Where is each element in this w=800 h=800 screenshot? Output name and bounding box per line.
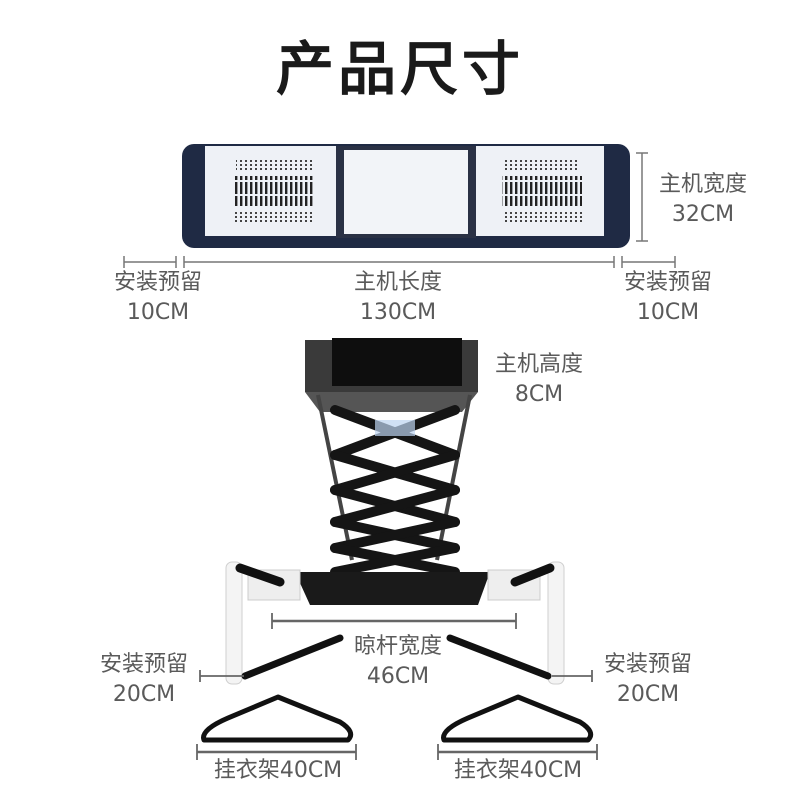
rod-width-value-text: 46CM	[366, 664, 430, 689]
top-dimension-lines	[123, 152, 676, 268]
front-dimension-lines	[196, 613, 598, 760]
hanger-right-text: 挂衣架40CM	[453, 758, 583, 783]
height-value-text: 8CM	[514, 382, 564, 407]
hanger-left-text: 挂衣架40CM	[213, 758, 343, 783]
hanger-right-label: 挂衣架40CM	[436, 756, 600, 786]
left-reserve-front-label-text: 安装预留	[99, 652, 188, 677]
page-title: 产品尺寸	[275, 35, 524, 103]
width-label-text: 主机宽度	[658, 172, 747, 197]
scissor-arms	[330, 405, 460, 577]
right-reserve-front-value-text: 20CM	[616, 682, 680, 707]
left-reserve-front-label: 安装预留 20CM	[86, 650, 202, 710]
height-label-text: 主机高度	[494, 352, 583, 377]
rod-width-label: 晾杆宽度 46CM	[340, 632, 456, 692]
length-value-text: 130CM	[359, 300, 437, 325]
left-reserve-front-value-text: 20CM	[112, 682, 176, 707]
main-width-label: 主机宽度 32CM	[648, 170, 758, 230]
right-reserve-label-text: 安装预留	[623, 270, 712, 295]
main-length-label: 主机长度 130CM	[340, 268, 456, 328]
left-reserve-value-text: 10CM	[126, 300, 190, 325]
left-reserve-top-label: 安装预留 10CM	[100, 268, 216, 328]
right-reserve-front-label-text: 安装预留	[603, 652, 692, 677]
width-value-text: 32CM	[671, 202, 735, 227]
length-label-text: 主机长度	[353, 270, 442, 295]
right-reserve-value-text: 10CM	[636, 300, 700, 325]
hanger-left-label: 挂衣架40CM	[196, 756, 360, 786]
rod-width-label-text: 晾杆宽度	[353, 634, 442, 659]
right-reserve-top-label: 安装预留 10CM	[610, 268, 726, 328]
left-reserve-label-text: 安装预留	[113, 270, 202, 295]
main-height-label: 主机高度 8CM	[484, 350, 594, 410]
hanger-icons	[201, 694, 594, 743]
right-reserve-front-label: 安装预留 20CM	[590, 650, 706, 710]
